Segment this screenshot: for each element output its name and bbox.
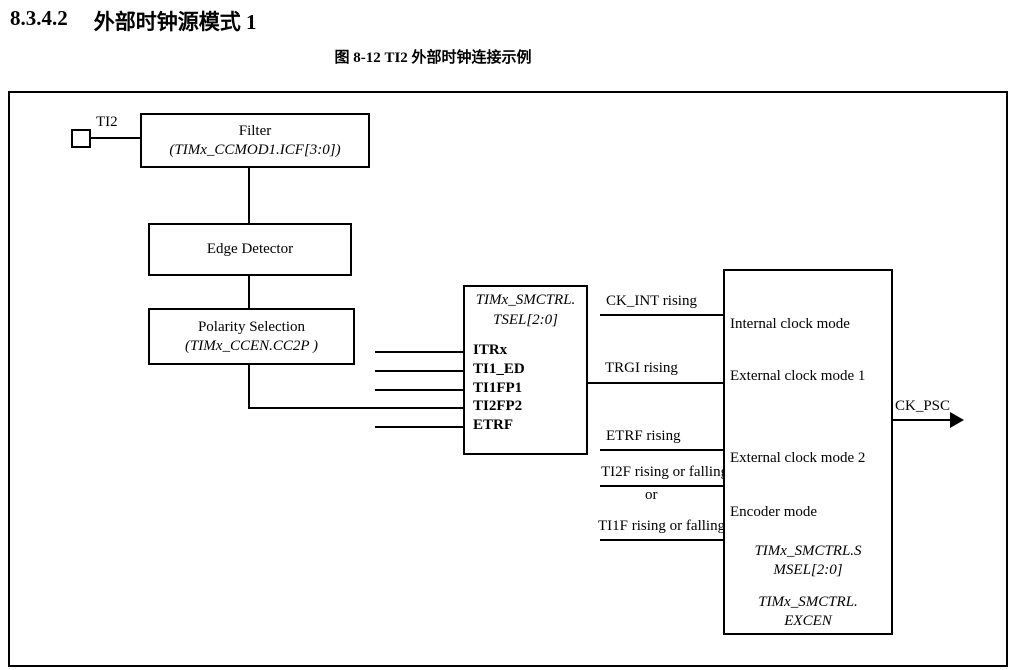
itrx-input-line xyxy=(375,351,463,353)
external-clock-mode2-label: External clock mode 2 xyxy=(730,450,866,466)
mux-input-ti1fp1: TI1FP1 xyxy=(473,380,523,396)
encoder-mode-label: Encoder mode xyxy=(730,504,818,520)
ck-int-line xyxy=(600,314,723,316)
trigger-mux-box: TIMx_SMCTRL. TSEL[2:0] ITRx TI1_ED TI1FP… xyxy=(463,285,588,455)
ti1f-rising-falling-label: TI1F rising or falling xyxy=(598,518,726,534)
clock-mode-box: Internal clock mode External clock mode … xyxy=(723,269,893,635)
ti1ed-input-line xyxy=(375,370,463,372)
edge-detector-box: Edge Detector xyxy=(148,223,352,276)
excen-register-label-line1: TIMx_SMCTRL. xyxy=(758,594,858,610)
etrf-rising-label: ETRF rising xyxy=(606,428,681,444)
smsel-register-label-line1: TIMx_SMCTRL.S xyxy=(754,543,862,559)
external-clock-mode1-label: External clock mode 1 xyxy=(730,368,866,384)
excen-register-label-line2: EXCEN xyxy=(784,613,832,629)
polarity-selection-box: Polarity Selection (TIMx_CCEN.CC2P ) xyxy=(148,308,355,365)
ck-int-rising-label: CK_INT rising xyxy=(606,293,697,309)
ti2-pin-label: TI2 xyxy=(96,114,118,130)
trgi-line xyxy=(588,382,723,384)
ti2f-rising-falling-label: TI2F rising or falling xyxy=(601,464,729,480)
edge-detector-label: Edge Detector xyxy=(206,241,294,258)
filter-to-edge-line xyxy=(248,168,250,223)
or-label: or xyxy=(645,487,658,503)
etrf-input-line xyxy=(375,426,463,428)
figure-caption: 图 8-12 TI2 外部时钟连接示例 xyxy=(334,50,532,66)
mux-register-label: TIMx_SMCTRL. TSEL[2:0] xyxy=(475,292,576,328)
polarity-label: Polarity Selection xyxy=(197,318,306,335)
polarity-register-label: (TIMx_CCEN.CC2P ) xyxy=(184,337,319,354)
ti2-pin-square xyxy=(71,129,91,148)
trgi-rising-label: TRGI rising xyxy=(605,360,678,376)
section-number: 8.3.4.2 xyxy=(10,6,68,30)
ti2-to-filter-line xyxy=(91,137,140,139)
ck-psc-label: CK_PSC xyxy=(895,398,951,414)
mux-input-ti1ed: TI1_ED xyxy=(473,361,525,377)
ti1f-line xyxy=(600,539,723,541)
section-title: 外部时钟源模式 1 xyxy=(93,10,257,34)
ti2f-line xyxy=(600,485,723,487)
ti2fp2-input-line xyxy=(248,407,463,409)
filter-box: Filter (TIMx_CCMOD1.ICF[3:0]) xyxy=(140,113,370,168)
section-heading: 8.3.4.2 外部时钟源模式 1 xyxy=(10,6,257,36)
mux-input-ti2fp2: TI2FP2 xyxy=(473,398,523,414)
edge-to-polarity-line xyxy=(248,276,250,308)
filter-label: Filter xyxy=(238,122,272,139)
mux-input-itrx: ITRx xyxy=(473,342,508,358)
ti1fp1-input-line xyxy=(375,389,463,391)
filter-register-label: (TIMx_CCMOD1.ICF[3:0]) xyxy=(169,141,341,158)
ck-psc-arrowhead xyxy=(950,412,964,428)
ck-psc-line xyxy=(893,419,953,421)
mux-input-etrf: ETRF xyxy=(473,417,514,433)
smsel-register-label-line2: MSEL[2:0] xyxy=(773,562,843,578)
polarity-down-line xyxy=(248,365,250,409)
internal-clock-mode-label: Internal clock mode xyxy=(730,316,850,332)
etrf-line xyxy=(600,449,723,451)
